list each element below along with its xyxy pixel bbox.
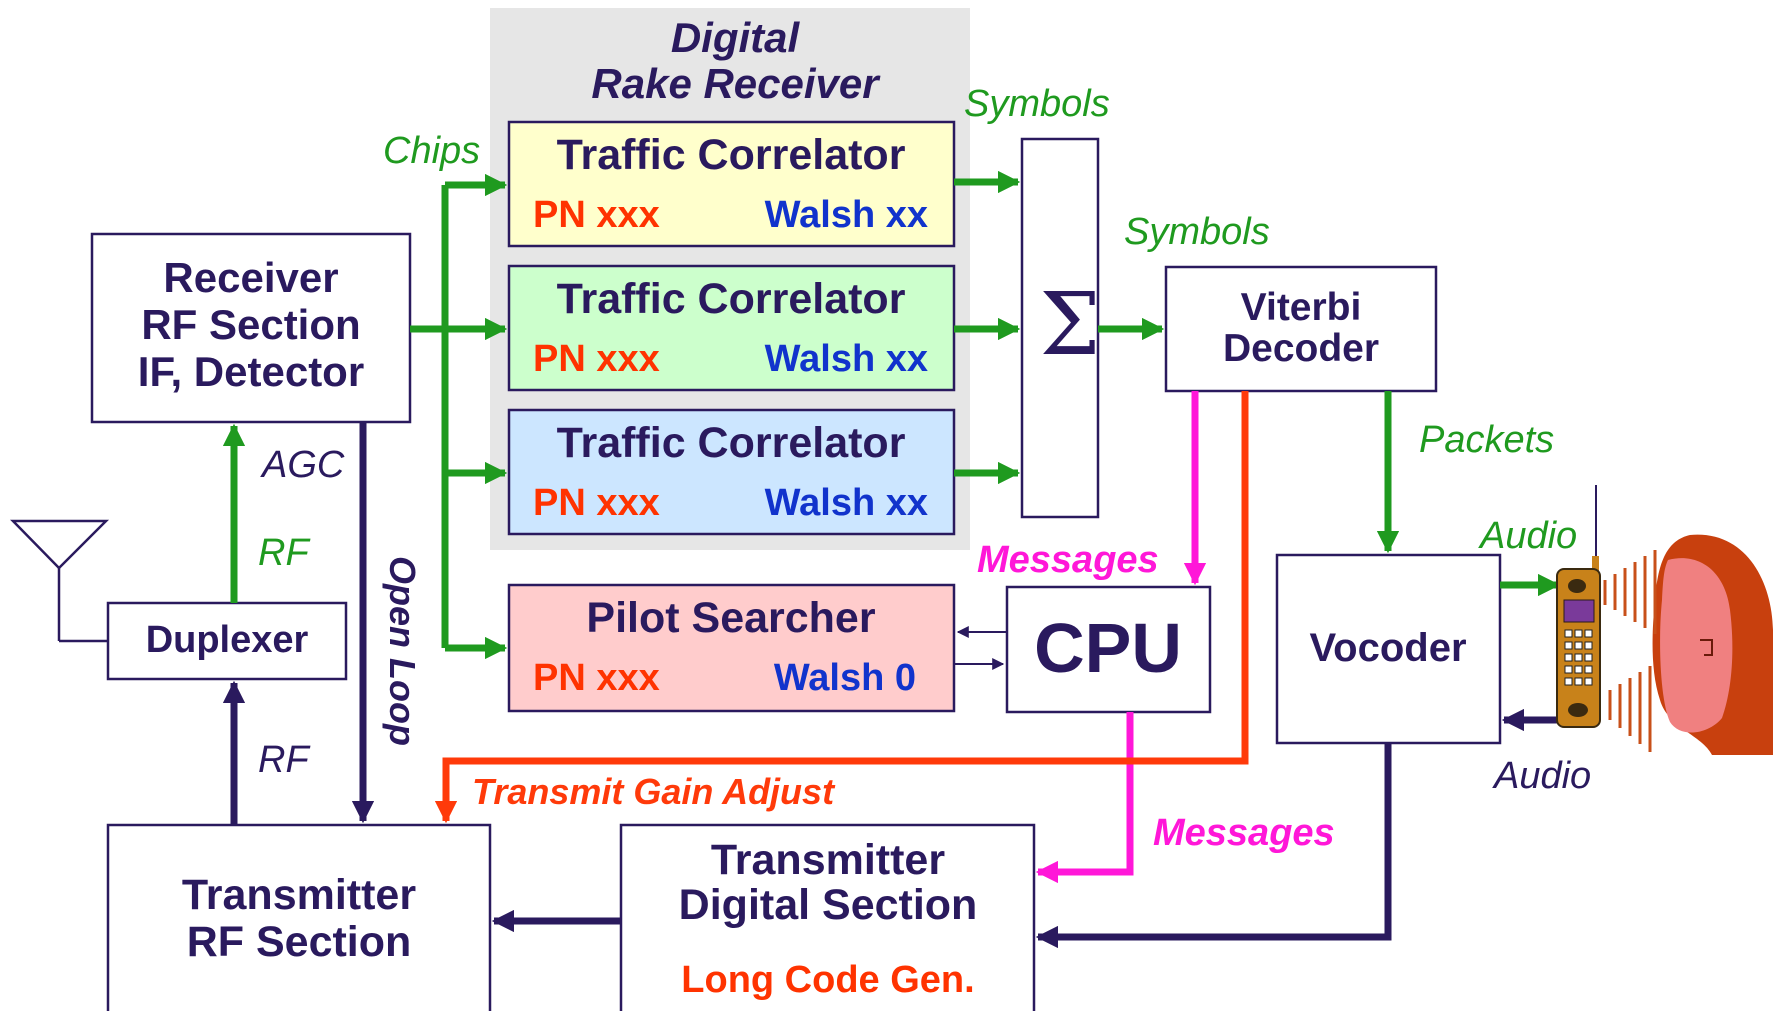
sum-symbol: Σ: [1040, 275, 1101, 375]
rake-title-line2: Rake Receiver: [591, 60, 881, 107]
receiver-line3: IF, Detector: [138, 348, 364, 395]
listener-head-icon: [1652, 534, 1773, 755]
messages-bottom-label: Messages: [1153, 812, 1335, 854]
correlator-2-pn: PN xxx: [533, 338, 660, 380]
open-loop-label: Open Loop: [382, 556, 423, 746]
cellphone-icon: [1556, 485, 1601, 728]
cpu-block: CPU: [1005, 585, 1212, 714]
duplexer-label: Duplexer: [146, 619, 309, 661]
audio-top-label: Audio: [1478, 515, 1577, 557]
antenna-icon: [10, 519, 110, 643]
cpu-to-txdigital-arrow: [1035, 712, 1134, 884]
correlator-3-pn: PN xxx: [533, 482, 660, 524]
duplexer: Duplexer: [106, 601, 348, 681]
transmit-gain-adjust-arrow: [434, 391, 1249, 824]
receiver-line2: RF Section: [141, 301, 360, 348]
viterbi-line1: Viterbi: [1241, 286, 1362, 329]
correlator-2-title: Traffic Correlator: [557, 275, 906, 323]
vocoder-to-txdigital-arrow: [1035, 743, 1392, 949]
correlator-1-pn: PN xxx: [533, 194, 660, 236]
correlator-to-sum-arrows: [954, 170, 1021, 485]
tx-digital-line3: Long Code Gen.: [681, 959, 974, 1001]
symbols-mid-label: Symbols: [1124, 211, 1270, 253]
chips-label: Chips: [383, 130, 480, 172]
correlator-3-title: Traffic Correlator: [557, 419, 906, 467]
vocoder-label: Vocoder: [1309, 626, 1466, 670]
tx-rf-line1: Transmitter: [182, 871, 416, 919]
receiver-rf-section: Receiver RF Section IF, Detector: [90, 232, 412, 424]
agc-label: AGC: [260, 444, 345, 486]
rf-down-label: RF: [258, 739, 310, 781]
tx-digital-line2: Digital Section: [679, 881, 978, 929]
pilot-searcher: Pilot Searcher PN xxx Walsh 0: [507, 583, 956, 713]
tx-digital-line1: Transmitter: [711, 836, 945, 884]
rake-title-line1: Digital: [671, 14, 801, 61]
pilot-title: Pilot Searcher: [586, 594, 875, 642]
viterbi-line2: Decoder: [1223, 327, 1379, 370]
pilot-walsh: Walsh 0: [774, 657, 916, 699]
transmit-gain-label: Transmit Gain Adjust: [472, 771, 836, 812]
correlator-1-walsh: Walsh xx: [765, 194, 928, 236]
viterbi-decoder: Viterbi Decoder: [1164, 265, 1438, 393]
traffic-correlator-3: Traffic Correlator PN xxx Walsh xx: [507, 408, 956, 536]
packets-label: Packets: [1419, 419, 1554, 461]
correlator-3-walsh: Walsh xx: [765, 482, 928, 524]
receiver-line1: Receiver: [163, 254, 338, 301]
traffic-correlator-1: Traffic Correlator PN xxx Walsh xx: [507, 120, 956, 248]
chips-bus: [410, 173, 508, 660]
correlator-2-walsh: Walsh xx: [765, 338, 928, 380]
sound-waves: [1603, 550, 1657, 752]
rf-up-label: RF: [258, 532, 310, 574]
correlator-1-title: Traffic Correlator: [557, 131, 906, 179]
audio-bottom-label: Audio: [1492, 755, 1591, 797]
traffic-correlator-2: Traffic Correlator PN xxx Walsh xx: [507, 264, 956, 392]
summer-block: Σ: [1020, 137, 1101, 519]
messages-top-label: Messages: [977, 539, 1159, 581]
tx-rf-line2: RF Section: [187, 918, 412, 966]
vocoder-block: Vocoder: [1275, 553, 1502, 745]
transmitter-rf-section: Transmitter RF Section: [106, 823, 492, 1011]
pilot-pn: PN xxx: [533, 657, 660, 699]
transmitter-digital-section: Transmitter Digital Section Long Code Ge…: [619, 823, 1036, 1011]
symbols-top-label: Symbols: [964, 83, 1110, 125]
cpu-label: CPU: [1034, 609, 1182, 687]
